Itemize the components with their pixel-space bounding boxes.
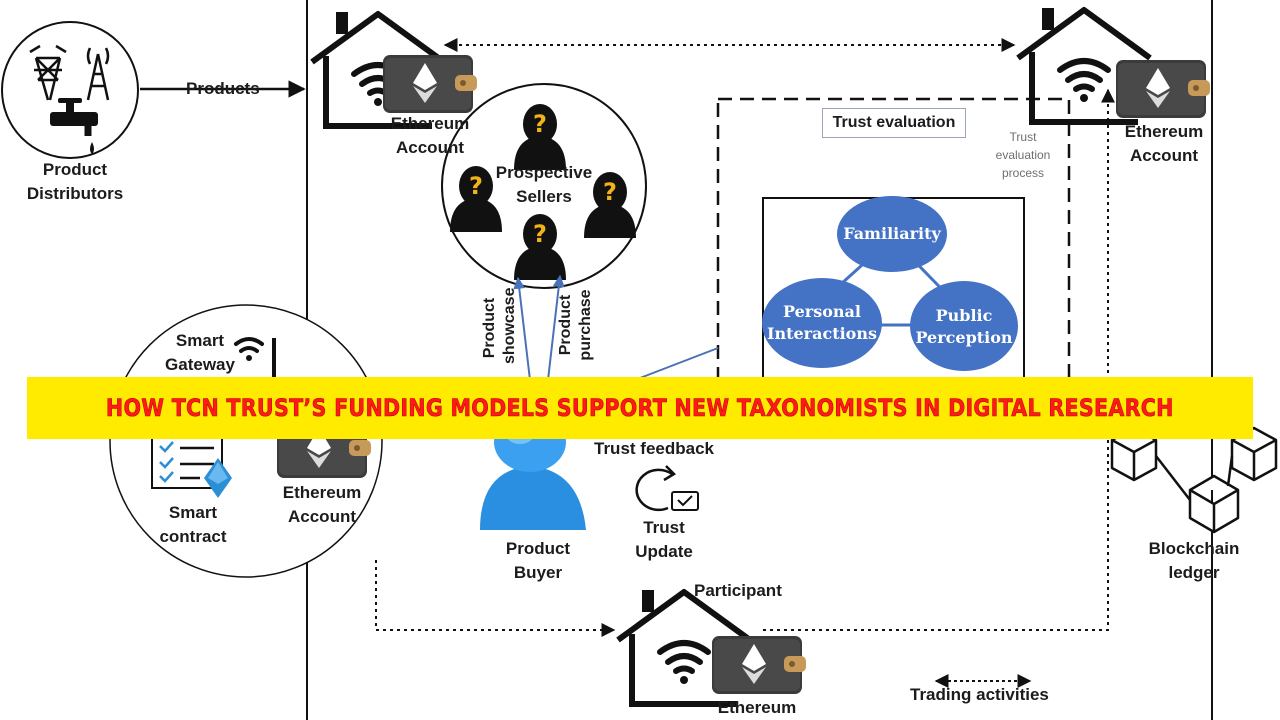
ethereum-label-bottom: Ethereum bbox=[717, 698, 797, 717]
trading-activities-label: Trading activities bbox=[910, 685, 1049, 704]
banner-title: HOW TCN TRUST’S FUNDING MODELS SUPPORT N… bbox=[106, 394, 1174, 423]
refresh-check-icon bbox=[635, 465, 699, 512]
power-tower-icon bbox=[29, 44, 67, 101]
wallet-ethereum-icon-bottom bbox=[712, 636, 806, 694]
products-label: Products bbox=[186, 79, 260, 98]
public-perception-node bbox=[910, 281, 1018, 371]
checklist-icon bbox=[151, 431, 232, 498]
wifi-icon bbox=[234, 337, 264, 353]
title-banner: HOW TCN TRUST’S FUNDING MODELS SUPPORT N… bbox=[27, 377, 1253, 439]
water-tap-icon bbox=[50, 98, 98, 154]
radio-tower-icon bbox=[86, 47, 110, 101]
personal-interactions-node bbox=[762, 278, 882, 368]
trust-feedback-label: Trust feedback bbox=[594, 439, 714, 458]
smart-gateway-circle bbox=[109, 304, 383, 578]
wallet-ethereum-icon-left bbox=[383, 55, 477, 113]
familiarity-label: Familiarity bbox=[843, 224, 941, 243]
trust-evaluation-box: Trust evaluation bbox=[822, 108, 966, 138]
product-distributors-circle bbox=[1, 21, 139, 159]
familiarity-node bbox=[837, 196, 947, 272]
participant-label: Participant bbox=[694, 581, 782, 600]
wallet-ethereum-icon-right bbox=[1116, 60, 1210, 118]
blockchain-cubes-icon bbox=[1110, 426, 1278, 534]
trust-evaluation-label: Trust evaluation bbox=[832, 114, 956, 131]
